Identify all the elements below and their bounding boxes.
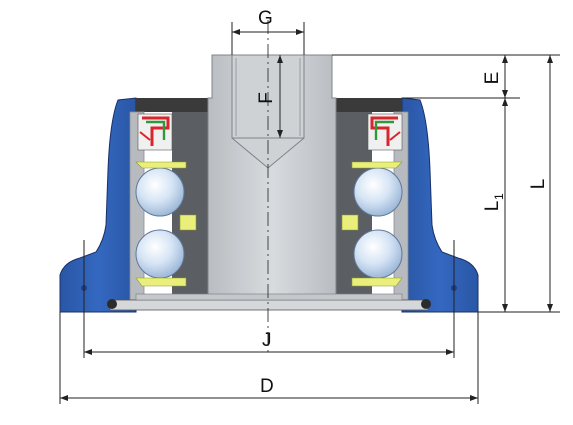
top-seal-left — [136, 98, 210, 112]
arrowheads — [60, 29, 553, 401]
cages — [135, 161, 403, 287]
seal-left — [137, 113, 173, 151]
housing-left — [59, 97, 137, 313]
ball-lower-left — [135, 229, 185, 279]
dim-label-l: L — [528, 179, 549, 190]
oring-right — [421, 299, 431, 309]
top-seal-right — [332, 98, 402, 112]
ball-upper-left — [135, 167, 185, 217]
shaft — [207, 54, 337, 301]
ball-upper-right — [353, 167, 403, 217]
bottom-plate — [109, 299, 429, 311]
dim-label-f: F — [256, 92, 277, 104]
ball-lower-right — [353, 229, 403, 279]
housing-right — [401, 97, 479, 313]
oring-left — [107, 299, 117, 309]
dim-label-e: E — [482, 72, 503, 85]
dimension-lines — [59, 22, 560, 404]
svg-text:1: 1 — [492, 193, 506, 200]
bottom-plate-inner — [135, 293, 403, 301]
flange-housing — [59, 97, 479, 313]
dim-label-l1: L 1 — [482, 193, 506, 211]
dim-label-j: J — [262, 330, 272, 351]
svg-text:L: L — [482, 201, 503, 212]
dim-label-d: D — [260, 376, 274, 397]
seal-right — [367, 113, 403, 151]
dim-label-g: G — [258, 8, 273, 29]
